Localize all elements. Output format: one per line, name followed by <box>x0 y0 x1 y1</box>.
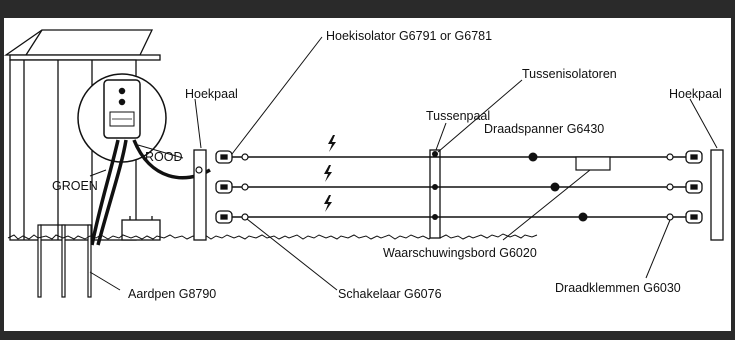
lightning-bolt-icon <box>328 135 336 152</box>
lightning-bolt-icon <box>324 165 332 182</box>
posts <box>193 149 724 241</box>
label-tussenisolatoren: Tussenisolatoren <box>522 67 617 81</box>
middle-insulators <box>432 151 438 220</box>
wire-clips <box>195 153 674 221</box>
label-aardpen: Aardpen G8790 <box>128 287 216 301</box>
energizer <box>77 73 167 163</box>
ground-rods <box>37 224 92 298</box>
wire-strainers <box>528 152 588 222</box>
label-groen: GROEN <box>52 179 98 193</box>
label-tussenpaal: Tussenpaal <box>426 109 490 123</box>
label-hoekpaal-right: Hoekpaal <box>669 87 722 101</box>
left-insulators <box>215 150 233 224</box>
middle-post <box>429 149 441 239</box>
shed <box>3 29 161 241</box>
leader-lines <box>89 36 718 291</box>
label-draadspanner: Draadspanner G6430 <box>484 122 604 136</box>
label-waarschuwingsbord: Waarschuwingsbord G6020 <box>383 246 537 260</box>
right-insulators <box>685 150 703 224</box>
label-draadklemmen: Draadklemmen G6030 <box>555 281 681 295</box>
right-corner-post <box>710 149 724 241</box>
label-hoekpaal-left: Hoekpaal <box>185 87 238 101</box>
warning-sign <box>575 156 611 171</box>
label-schakelaar: Schakelaar G6076 <box>338 287 442 301</box>
labels: Hoekisolator G6791 or G6781 Tussenisolat… <box>52 29 722 301</box>
label-rood: ROOD <box>145 150 183 164</box>
battery <box>121 216 161 241</box>
lightning-bolt-icons <box>324 135 336 212</box>
lightning-bolt-icon <box>324 195 332 212</box>
label-hoekisolator: Hoekisolator G6791 or G6781 <box>326 29 492 43</box>
left-corner-post <box>193 149 207 241</box>
fence-wires <box>228 156 700 218</box>
